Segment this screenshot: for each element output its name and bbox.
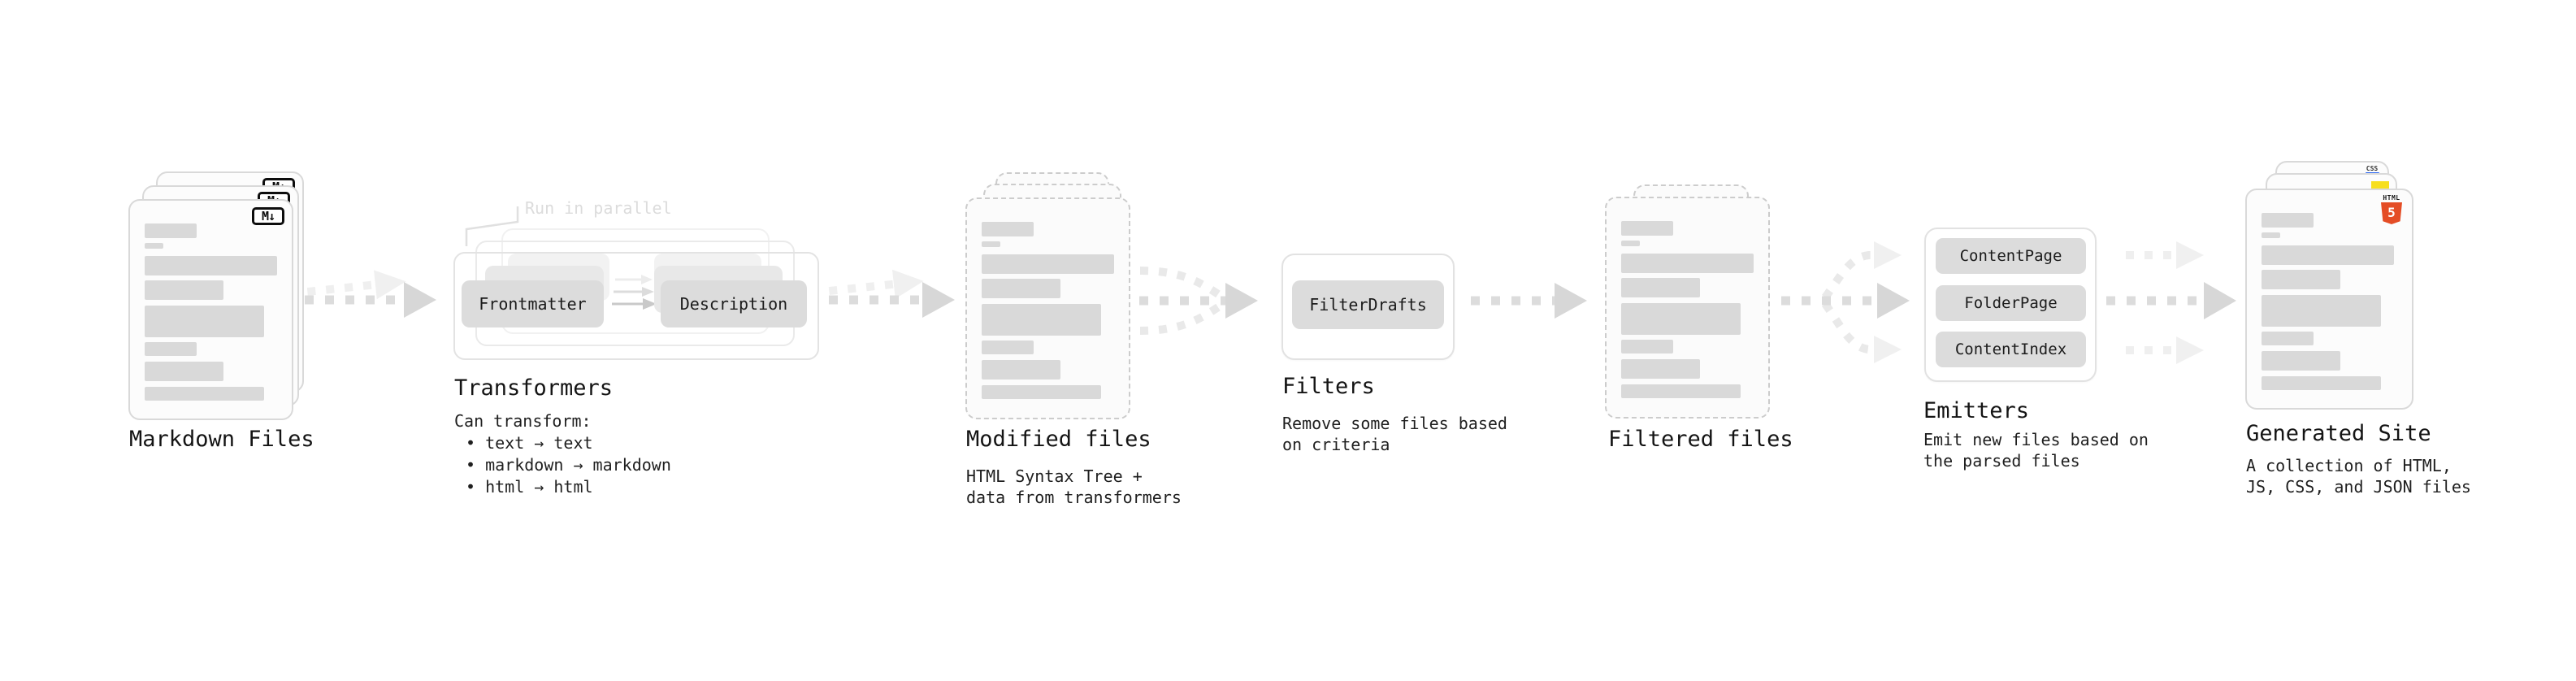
skeleton-bar bbox=[1621, 254, 1754, 273]
skeleton-bar bbox=[1621, 221, 1673, 236]
skeleton-bar bbox=[1621, 278, 1700, 297]
run-in-parallel-note: Run in parallel bbox=[525, 198, 672, 218]
arrow-markdown-to-transformers bbox=[305, 270, 436, 318]
bullet-item: • html → html bbox=[466, 477, 593, 497]
desc-line: HTML Syntax Tree + bbox=[966, 466, 1143, 486]
transformers-desc-heading: Can transform: bbox=[454, 411, 592, 431]
filtered-files-title: Filtered files bbox=[1608, 427, 1793, 452]
markdown-files-title: Markdown Files bbox=[129, 427, 314, 452]
skeleton-bar bbox=[145, 223, 197, 238]
skeleton-bar bbox=[2262, 245, 2394, 265]
document-skeleton bbox=[967, 199, 1129, 418]
skeleton-bar bbox=[2262, 270, 2340, 289]
skeleton-bar bbox=[145, 362, 223, 381]
arrow-filtered-to-emitters bbox=[1781, 241, 1910, 363]
arrow-emitters-to-generated bbox=[2106, 241, 2236, 364]
skeleton-bar bbox=[145, 387, 264, 401]
modified-files-title: Modified files bbox=[966, 427, 1151, 452]
skeleton-bar bbox=[982, 385, 1101, 399]
skeleton-bar bbox=[982, 254, 1114, 274]
arrow-filters-to-filtered bbox=[1471, 283, 1587, 319]
filtered-file-card-front bbox=[1605, 197, 1770, 419]
skeleton-bar bbox=[982, 340, 1034, 354]
skeleton-bar bbox=[145, 280, 223, 300]
skeleton-bar bbox=[982, 360, 1060, 380]
bullet-item: • text → text bbox=[466, 433, 593, 453]
skeleton-bar bbox=[1621, 303, 1741, 335]
skeleton-bar bbox=[982, 279, 1060, 298]
html-file-card: HTML 5 bbox=[2245, 189, 2413, 410]
markdown-file-card-front: M↓ bbox=[128, 199, 293, 420]
generated-site-title: Generated Site bbox=[2246, 421, 2431, 446]
emitters-title: Emitters bbox=[1923, 398, 2030, 423]
generated-site-desc: A collection of HTML, JS, CSS, and JSON … bbox=[2246, 455, 2471, 497]
contentpage-pill: ContentPage bbox=[1936, 238, 2086, 274]
frontmatter-pill: Frontmatter bbox=[462, 280, 604, 327]
skeleton-bar bbox=[982, 222, 1034, 236]
skeleton-bar bbox=[2262, 295, 2381, 327]
transformers-title: Transformers bbox=[454, 375, 614, 401]
document-skeleton bbox=[130, 201, 292, 419]
desc-line: A collection of HTML, bbox=[2246, 456, 2452, 475]
desc-line: Emit new files based on bbox=[1923, 430, 2149, 449]
skeleton-bar bbox=[982, 304, 1101, 336]
skeleton-bar bbox=[145, 256, 277, 275]
skeleton-bar bbox=[2262, 332, 2314, 345]
desc-line: the parsed files bbox=[1923, 451, 2080, 471]
filters-title: Filters bbox=[1282, 374, 1375, 399]
description-pill: Description bbox=[661, 280, 807, 327]
skeleton-bar bbox=[982, 241, 1000, 247]
desc-line: data from transformers bbox=[966, 488, 1182, 507]
emitters-desc: Emit new files based on the parsed files bbox=[1923, 429, 2149, 471]
skeleton-bar bbox=[2262, 351, 2340, 371]
desc-line: JS, CSS, and JSON files bbox=[2246, 477, 2471, 497]
arrow-modified-to-filters bbox=[1139, 267, 1258, 335]
desc-line: Remove some files based bbox=[1282, 414, 1507, 433]
transformer-panel-front bbox=[453, 252, 819, 360]
skeleton-bar bbox=[145, 243, 163, 249]
transformer-pill-arrows bbox=[612, 275, 657, 310]
transformers-bullet-list: • text → text • markdown → markdown • ht… bbox=[466, 432, 671, 498]
desc-line: on criteria bbox=[1282, 435, 1390, 454]
html5-shield: 5 bbox=[2381, 202, 2402, 224]
skeleton-bar bbox=[1621, 241, 1640, 246]
document-skeleton bbox=[2247, 190, 2412, 408]
contentindex-pill: ContentIndex bbox=[1936, 332, 2086, 367]
skeleton-bar bbox=[145, 342, 197, 356]
filters-desc: Remove some files based on criteria bbox=[1282, 413, 1507, 455]
skeleton-bar bbox=[145, 306, 264, 337]
html5-icon: HTML 5 bbox=[2381, 195, 2402, 224]
document-skeleton bbox=[1607, 198, 1768, 417]
folderpage-pill: FolderPage bbox=[1936, 285, 2086, 321]
filterdrafts-pill: FilterDrafts bbox=[1292, 280, 1444, 329]
bullet-item: • markdown → markdown bbox=[466, 455, 671, 475]
skeleton-bar bbox=[2262, 232, 2280, 238]
skeleton-bar bbox=[1621, 359, 1700, 379]
arrow-transformers-to-modified bbox=[828, 269, 955, 318]
skeleton-bar bbox=[2262, 376, 2381, 390]
skeleton-bar bbox=[1621, 340, 1673, 354]
run-in-parallel-connector bbox=[465, 206, 519, 246]
modified-files-desc: HTML Syntax Tree + data from transformer… bbox=[966, 466, 1182, 508]
skeleton-bar bbox=[2262, 213, 2314, 228]
skeleton-bar bbox=[1621, 384, 1741, 398]
modified-file-card-front bbox=[965, 197, 1130, 419]
markdown-icon: M↓ bbox=[252, 207, 284, 225]
